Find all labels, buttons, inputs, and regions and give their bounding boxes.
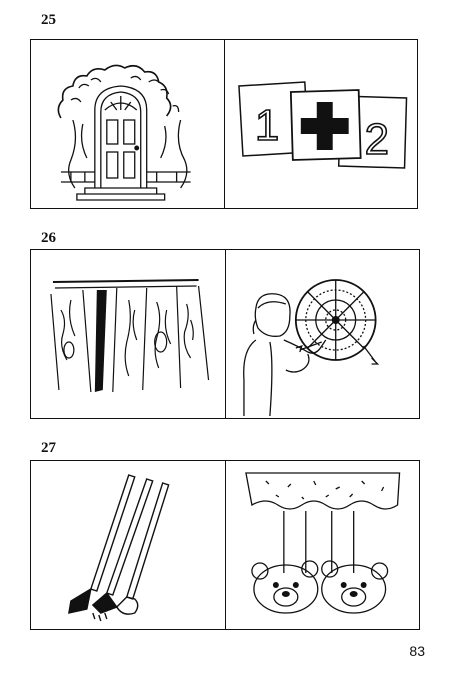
page-number: 83 [409, 643, 425, 659]
exercise-panel-25: 1 2 [30, 39, 418, 209]
exercise-panel-26 [30, 249, 420, 419]
picture-garden-tools [31, 461, 225, 629]
bear-slippers-drawing [244, 472, 400, 614]
card-left-number: 1 [254, 101, 278, 150]
picture-plus-cards: 1 2 [223, 40, 418, 208]
exercise-number-27: 27 [41, 440, 56, 456]
cracked-floorboards-drawing [50, 279, 210, 393]
picture-cracked-floor [31, 250, 225, 418]
door-drawing [57, 64, 191, 201]
picture-door [31, 40, 224, 208]
card-right-number: 2 [364, 115, 388, 164]
picture-bear-slippers [224, 461, 420, 629]
exercise-number-26: 26 [41, 230, 56, 246]
plus-cards-drawing: 1 2 [237, 81, 407, 169]
exercise-panel-27 [30, 460, 420, 630]
picture-child-darts [224, 250, 420, 418]
exercise-number-25: 25 [41, 12, 56, 28]
garden-tools-drawing [68, 474, 170, 622]
child-darts-drawing [242, 279, 379, 417]
